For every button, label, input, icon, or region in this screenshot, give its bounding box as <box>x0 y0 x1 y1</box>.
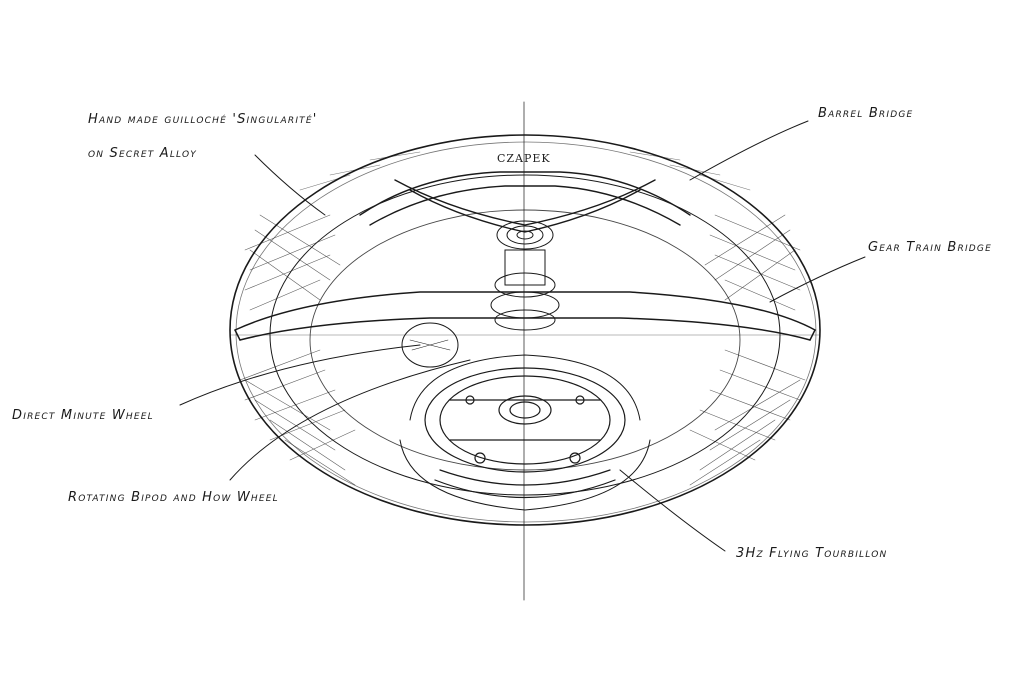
leader-minute-wheel <box>179 344 421 406</box>
label-guilloche-line2: on Secret Alloy <box>88 146 197 161</box>
label-flying-tourbillon: 3Hz Flying Tourbillon <box>736 546 888 561</box>
label-gear-train-bridge: Gear Train Bridge <box>868 240 992 255</box>
tourbillon-cage <box>424 367 626 499</box>
label-guilloche-line1: Hand made guilloché 'Singularité' <box>88 112 318 127</box>
leader-lines <box>179 120 866 552</box>
guilloche-hatch-left <box>239 214 356 486</box>
minute-wheel <box>401 322 459 368</box>
label-direct-minute-wheel: Direct Minute Wheel <box>12 408 154 423</box>
leader-gear-train <box>769 256 866 303</box>
rotating-bipod <box>399 354 651 511</box>
gear-train-bridge <box>229 291 821 341</box>
case-outer-ellipse <box>229 134 821 526</box>
guilloche-hatch-top <box>299 151 751 191</box>
leader-guilloche <box>254 154 326 216</box>
dial-ellipse <box>309 209 741 471</box>
label-barrel-bridge: Barrel Bridge <box>818 106 914 121</box>
leader-barrel-bridge <box>689 120 809 181</box>
barrel-bridge <box>359 171 691 233</box>
leader-bipod <box>229 359 471 481</box>
leader-tourbillon <box>619 469 726 552</box>
brand-mark: CZAPEK <box>497 152 551 165</box>
case-outer-ellipse-2 <box>235 141 817 523</box>
label-rotating-bipod: Rotating Bipod and How Wheel <box>68 490 279 505</box>
center-stack <box>490 220 560 331</box>
guilloche-hatch-right <box>689 214 806 486</box>
